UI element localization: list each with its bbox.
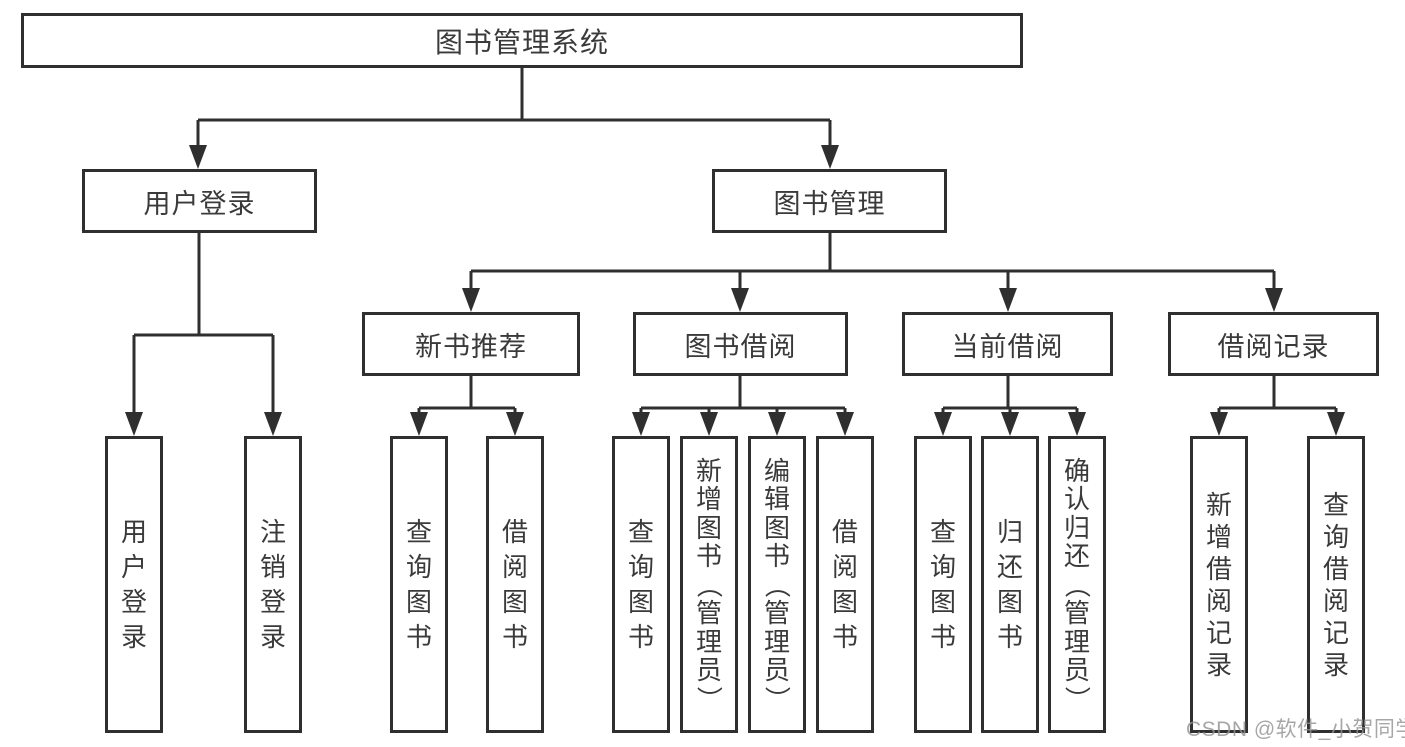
leaf-label: 确认归还（管理员） — [1061, 455, 1092, 712]
leaf-query-book-newbook: 查询图书 — [390, 436, 448, 733]
node-new-book-recommendation: 新书推荐 — [362, 312, 580, 376]
leaf-label: 注销登录 — [259, 517, 286, 652]
node-label: 图书管理系统 — [434, 26, 609, 58]
node-label: 图书借阅 — [684, 331, 797, 362]
leaf-confirm-return-admin: 确认归还（管理员） — [1048, 436, 1106, 733]
leaf-query-book-current: 查询图书 — [914, 436, 972, 733]
node-user-login: 用户登录 — [82, 169, 317, 233]
leaf-borrow-book-newbook: 借阅图书 — [486, 436, 544, 733]
leaf-return-book: 归还图书 — [981, 436, 1039, 733]
leaf-logout: 注销登录 — [244, 436, 302, 733]
leaf-label: 查询图书 — [929, 517, 956, 652]
leaf-label: 用户登录 — [120, 517, 147, 652]
leaf-add-book-admin: 新增图书（管理员） — [680, 436, 738, 733]
node-label: 新书推荐 — [415, 331, 527, 362]
node-book-management: 图书管理 — [712, 169, 947, 233]
leaf-label: 归还图书 — [996, 517, 1023, 652]
node-current-borrowing: 当前借阅 — [902, 312, 1113, 376]
node-library-management-system: 图书管理系统 — [21, 13, 1023, 68]
leaf-query-borrow-record: 查询借阅记录 — [1307, 436, 1365, 733]
leaf-label: 查询图书 — [627, 517, 654, 652]
connector-arrowheads — [125, 145, 1345, 436]
leaf-label: 查询图书 — [405, 517, 432, 652]
node-label: 当前借阅 — [951, 331, 1064, 362]
leaf-user-login: 用户登录 — [105, 436, 163, 733]
leaf-borrow-book: 借阅图书 — [816, 436, 874, 733]
node-label: 借阅记录 — [1217, 331, 1330, 362]
leaf-edit-book-admin: 编辑图书（管理员） — [748, 436, 806, 733]
node-borrowing-records: 借阅记录 — [1168, 312, 1379, 376]
node-label: 用户登录 — [143, 188, 256, 219]
leaf-label: 新增图书（管理员） — [693, 455, 724, 712]
leaf-add-borrow-record: 新增借阅记录 — [1190, 436, 1248, 733]
csdn-watermark: CSDN @软件_小贺同学 — [1186, 718, 1405, 741]
leaf-label: 借阅图书 — [831, 517, 858, 652]
leaf-label: 新增借阅记录 — [1205, 489, 1232, 680]
leaf-label: 借阅图书 — [501, 517, 528, 652]
leaf-label: 编辑图书（管理员） — [761, 455, 792, 712]
node-book-borrowing: 图书借阅 — [633, 312, 848, 376]
node-label: 图书管理 — [773, 188, 886, 219]
leaf-label: 查询借阅记录 — [1322, 489, 1349, 680]
leaf-query-book-borrow: 查询图书 — [612, 436, 670, 733]
